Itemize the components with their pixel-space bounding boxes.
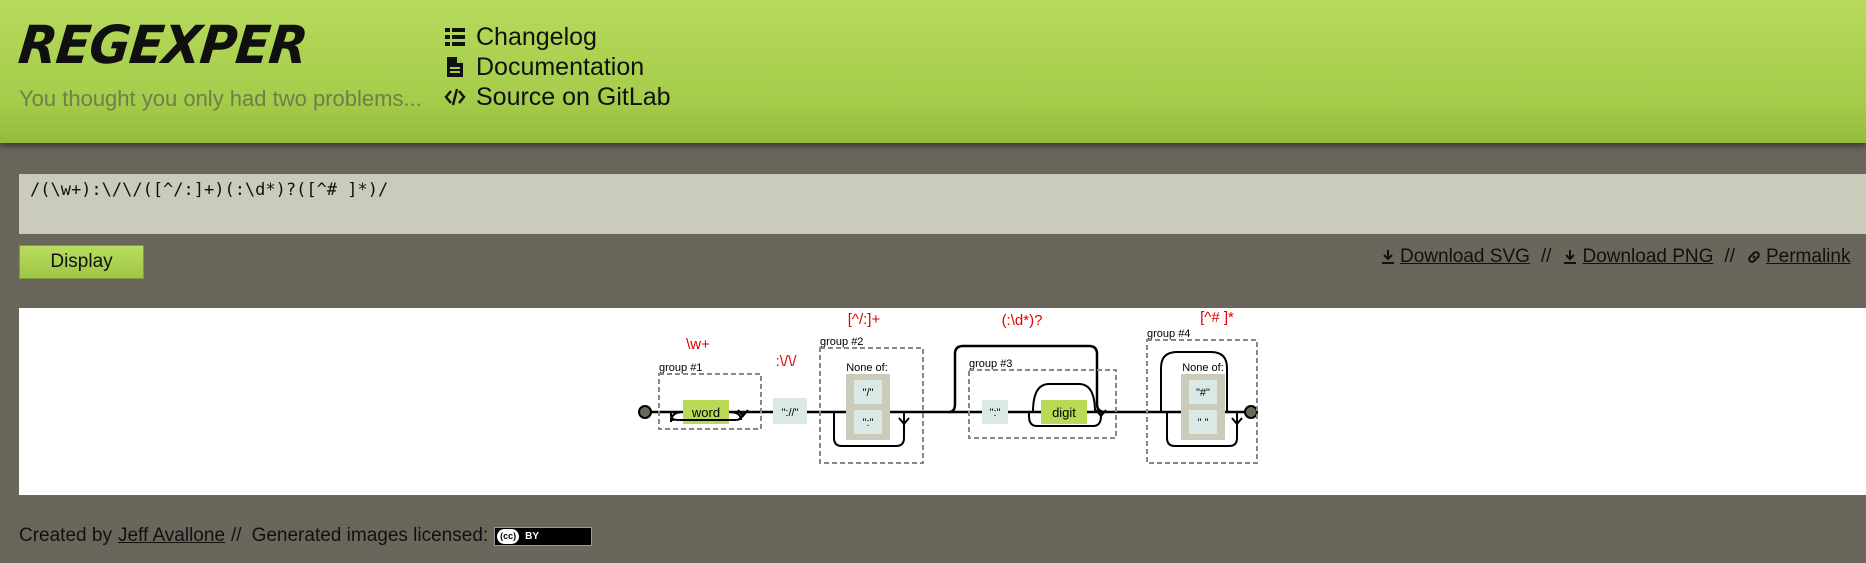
licensed-text: Generated images licensed: <box>251 525 489 546</box>
label-w-plus: \w+ <box>686 336 710 353</box>
list-icon <box>445 28 465 46</box>
separator: // <box>1540 246 1552 267</box>
word-label: word <box>691 405 720 420</box>
slash-label: "/" <box>863 387 874 399</box>
download-icon <box>1564 250 1577 264</box>
nav-changelog-label: Changelog <box>476 22 597 51</box>
download-links: Download SVG // Download PNG // Permalin… <box>1380 246 1850 268</box>
colon-label: ":" <box>863 417 874 429</box>
label-class2: [^# ]* <box>1200 309 1234 326</box>
digit-node <box>1041 400 1087 424</box>
none-of-2-label: None of: <box>1182 362 1224 374</box>
literal-slashes-label: "://" <box>782 407 799 419</box>
colon-port-label: ":" <box>990 407 1001 419</box>
regex-input[interactable]: /(\w+):\/\/([^/:]+)(:\d*)?([^# ]*)/ <box>19 174 1866 234</box>
group-1-box <box>658 373 762 430</box>
space-literal <box>1189 410 1217 434</box>
digit-label: digit <box>1052 405 1076 420</box>
group-2-box <box>819 347 924 464</box>
download-svg-label: Download SVG <box>1400 246 1530 267</box>
created-by-text: Created by <box>19 525 112 546</box>
group-4-label: group #4 <box>1147 328 1190 340</box>
link-icon <box>1748 251 1760 263</box>
hash-literal <box>1189 380 1217 404</box>
literal-slashes-node <box>773 398 807 424</box>
nav-source-gitlab[interactable]: Source on GitLab <box>444 82 671 112</box>
footer: Created by Jeff Avallone // Generated im… <box>19 525 593 547</box>
space-label: " " <box>1198 417 1209 429</box>
code-icon <box>444 88 466 106</box>
download-png-link[interactable]: Download PNG <box>1562 246 1713 268</box>
nav-documentation-label: Documentation <box>476 52 645 81</box>
end-node <box>1244 405 1258 419</box>
label-slashes: :\/\/ <box>776 353 798 370</box>
group-2-label: group #2 <box>820 336 863 348</box>
logo[interactable]: REGEXPER <box>15 14 310 76</box>
nav-source-label: Source on GitLab <box>476 82 671 111</box>
display-button[interactable]: Display <box>19 245 144 279</box>
author-link[interactable]: Jeff Avallone <box>117 525 226 546</box>
railroad-diagram: \w+ :\/\/ [^/:]+ (:\d*)? [^# ]* group #1… <box>19 308 1866 495</box>
permalink-link[interactable]: Permalink <box>1746 246 1850 268</box>
colon-literal-port <box>982 400 1008 424</box>
start-node <box>638 405 652 419</box>
document-icon <box>447 57 463 77</box>
by-icon: BY <box>525 530 540 542</box>
slash-literal <box>854 380 882 404</box>
permalink-label: Permalink <box>1765 246 1851 267</box>
nav-documentation[interactable]: Documentation <box>444 52 671 82</box>
nav-changelog[interactable]: Changelog <box>444 22 671 52</box>
group-3-label: group #3 <box>969 358 1012 370</box>
tagline: You thought you only had two problems... <box>19 86 422 111</box>
cc-icon: (cc) <box>497 528 520 544</box>
diagram-svg: \w+ :\/\/ [^/:]+ (:\d*)? [^# ]* group #1… <box>638 309 1258 464</box>
separator: // <box>1724 246 1735 267</box>
download-svg-link[interactable]: Download SVG <box>1380 246 1530 268</box>
group-4-box <box>1146 339 1258 464</box>
label-port: (:\d*)? <box>1002 312 1043 329</box>
download-png-label: Download PNG <box>1582 246 1714 267</box>
nav-menu: Changelog Documentation Source on GitLab <box>444 22 671 112</box>
header: REGEXPER You thought you only had two pr… <box>0 0 1866 143</box>
colon-literal <box>854 410 882 434</box>
group-1-label: group #1 <box>659 362 702 374</box>
download-icon <box>1382 250 1394 264</box>
hash-label: "#" <box>1196 387 1210 399</box>
cc-license-badge[interactable]: (cc) BY <box>494 526 593 546</box>
label-class1: [^/:]+ <box>848 311 881 328</box>
group-3-box <box>968 369 1117 439</box>
footer-separator: // <box>231 525 242 546</box>
none-of-1-label: None of: <box>846 362 888 374</box>
